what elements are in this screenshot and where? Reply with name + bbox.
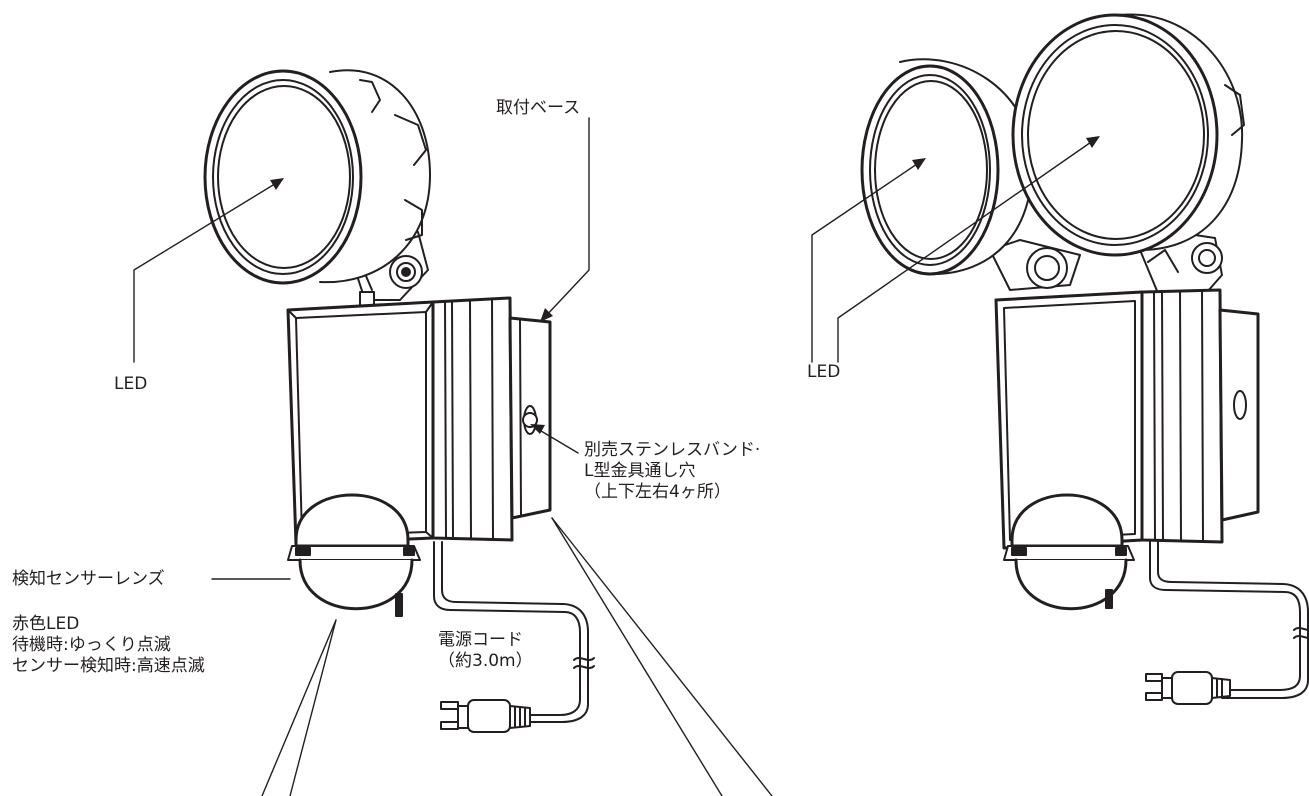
arrow-led-right-b <box>1086 136 1100 148</box>
led-lamp-head-right-b <box>1011 13 1245 257</box>
label-led-left: LED <box>114 374 148 394</box>
leader-band-hole <box>535 427 579 454</box>
label-power-cord-line-2: （約3.0m） <box>438 651 533 671</box>
label-red-led-line-1: 赤色LED <box>12 614 80 634</box>
label-band-hole: 別売ステンレスバンド· L型金具通し穴 （上下左右4ヶ所） <box>584 440 760 503</box>
leader-led-right-b <box>837 139 1095 363</box>
range-line-3 <box>551 517 723 796</box>
leader-mount-base <box>543 117 590 319</box>
arrow-band-hole <box>530 424 545 434</box>
sensor-unit-left <box>287 493 421 617</box>
main-housing-left <box>286 296 552 546</box>
label-red-led: 赤色LED 待機時:ゆっくり点滅 センサー検知時:高速点滅 <box>12 614 205 677</box>
main-housing-right <box>994 288 1260 550</box>
arrow-mount-base <box>540 308 553 322</box>
leader-led-left <box>133 181 279 363</box>
label-sensor-lens: 検知センサーレンズ <box>12 569 165 589</box>
led-lamp-head-right-a <box>860 58 1034 276</box>
label-led-right: LED <box>807 362 841 382</box>
label-red-led-line-2: 待機時:ゆっくり点滅 <box>12 635 171 655</box>
arrow-led-right-a <box>912 158 926 170</box>
leader-led-right-a <box>811 161 921 363</box>
label-band-hole-line-2: L型金具通し穴 <box>584 461 696 481</box>
label-mount-base: 取付ベース <box>496 98 581 118</box>
range-line-1 <box>261 619 337 796</box>
label-power-cord: 電源コード （約3.0m） <box>438 630 533 672</box>
label-power-cord-line-1: 電源コード <box>438 630 523 650</box>
single-lamp-unit <box>203 69 595 733</box>
label-band-hole-line-3: （上下左右4ヶ所） <box>584 482 731 502</box>
label-red-led-line-3: センサー検知時:高速点滅 <box>12 656 205 676</box>
lamp-arm-right <box>989 231 1223 301</box>
double-lamp-unit <box>860 13 1309 705</box>
sensor-unit-right <box>1003 493 1135 611</box>
range-line-4 <box>551 517 773 796</box>
arrow-led-left <box>270 178 284 190</box>
range-line-2 <box>289 619 337 796</box>
leader-lines <box>133 117 1100 796</box>
power-cord-left <box>433 541 595 733</box>
label-band-hole-line-1: 別売ステンレスバンド· <box>584 440 761 460</box>
led-lamp-head-left <box>203 69 431 285</box>
power-cord-right <box>1145 541 1309 705</box>
